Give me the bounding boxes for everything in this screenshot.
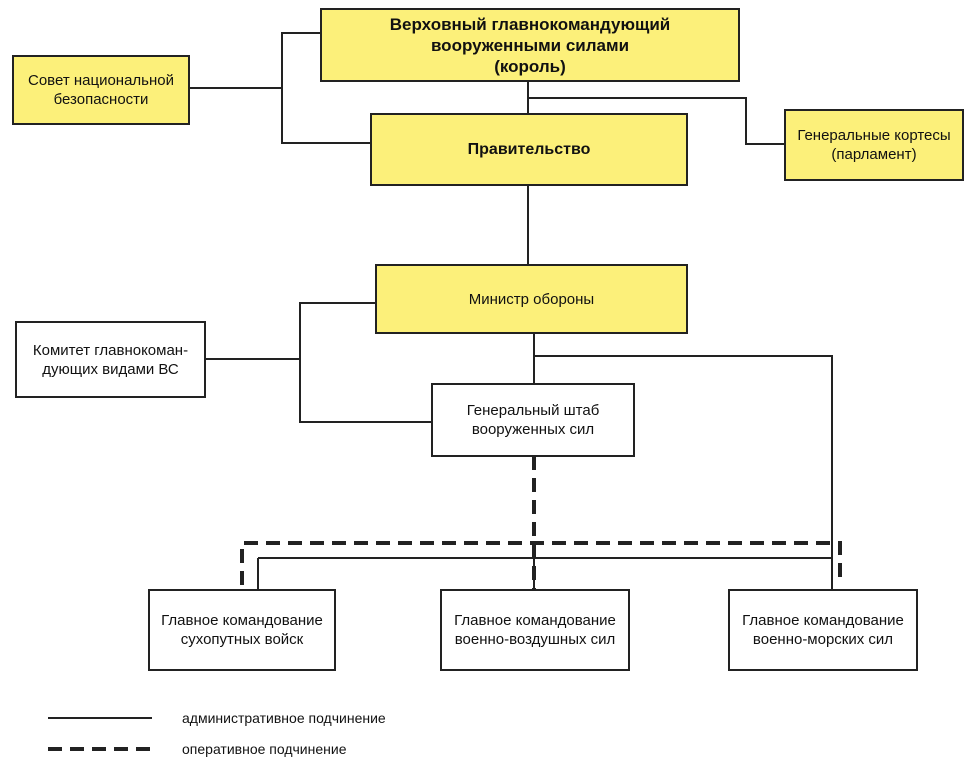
security-council-line-2: безопасности: [53, 91, 149, 108]
node-air-forces: Главное командование военно-воздушных си…: [440, 589, 630, 671]
dash-operational-bus: [240, 541, 842, 585]
committee-line-2: дующих видами ВС: [42, 360, 179, 378]
air-forces-line-2: военно-воздушных сил: [454, 631, 616, 648]
commander-line-2: вооруженными силами: [430, 35, 630, 55]
node-committee: Комитет главнокоман- дующих видами ВС: [15, 321, 206, 398]
general-staff-line-2: вооруженных сил: [471, 421, 595, 438]
cortes-line-1: Генеральные кортесы: [797, 127, 951, 144]
land-forces-line-2: сухопутных войск: [180, 631, 304, 648]
government-label: Правительство: [467, 141, 591, 158]
naval-forces-line-2: военно-морских сил: [752, 631, 894, 648]
commander-line-3: (король): [494, 56, 566, 76]
line-commander-cortes: [528, 97, 784, 145]
node-commander: Верховный главнокомандующий вооруженными…: [320, 8, 740, 82]
node-general-staff: Генеральный штаб вооруженных сил: [431, 383, 635, 457]
node-government: Правительство: [370, 113, 688, 186]
node-land-forces: Главное командование сухопутных войск: [148, 589, 336, 671]
node-cortes: Генеральные кортесы (парламент): [784, 109, 964, 181]
security-council-line-1: Совет национальной: [28, 72, 174, 89]
node-minister: Министр обороны: [375, 264, 688, 334]
node-security-council: Совет национальной безопасности: [12, 55, 190, 125]
naval-forces-line-1: Главное командование: [742, 612, 904, 629]
general-staff-line-1: Генеральный штаб: [466, 402, 600, 419]
legend-operational-label: оперативное подчинение: [182, 741, 347, 757]
node-naval-forces: Главное командование военно-морских сил: [728, 589, 918, 671]
line-minister-committee: [299, 302, 432, 423]
commander-line-1: Верховный главнокомандующий: [389, 14, 671, 34]
line-minister-commands: [534, 355, 833, 590]
committee-line-1: Комитет главнокоман-: [32, 341, 189, 359]
land-forces-line-1: Главное командование: [161, 612, 323, 629]
legend-administrative-label: административное подчинение: [182, 710, 386, 726]
cortes-line-2: (парламент): [831, 146, 917, 163]
minister-label: Министр обороны: [468, 290, 595, 308]
air-forces-line-1: Главное командование: [454, 612, 616, 629]
